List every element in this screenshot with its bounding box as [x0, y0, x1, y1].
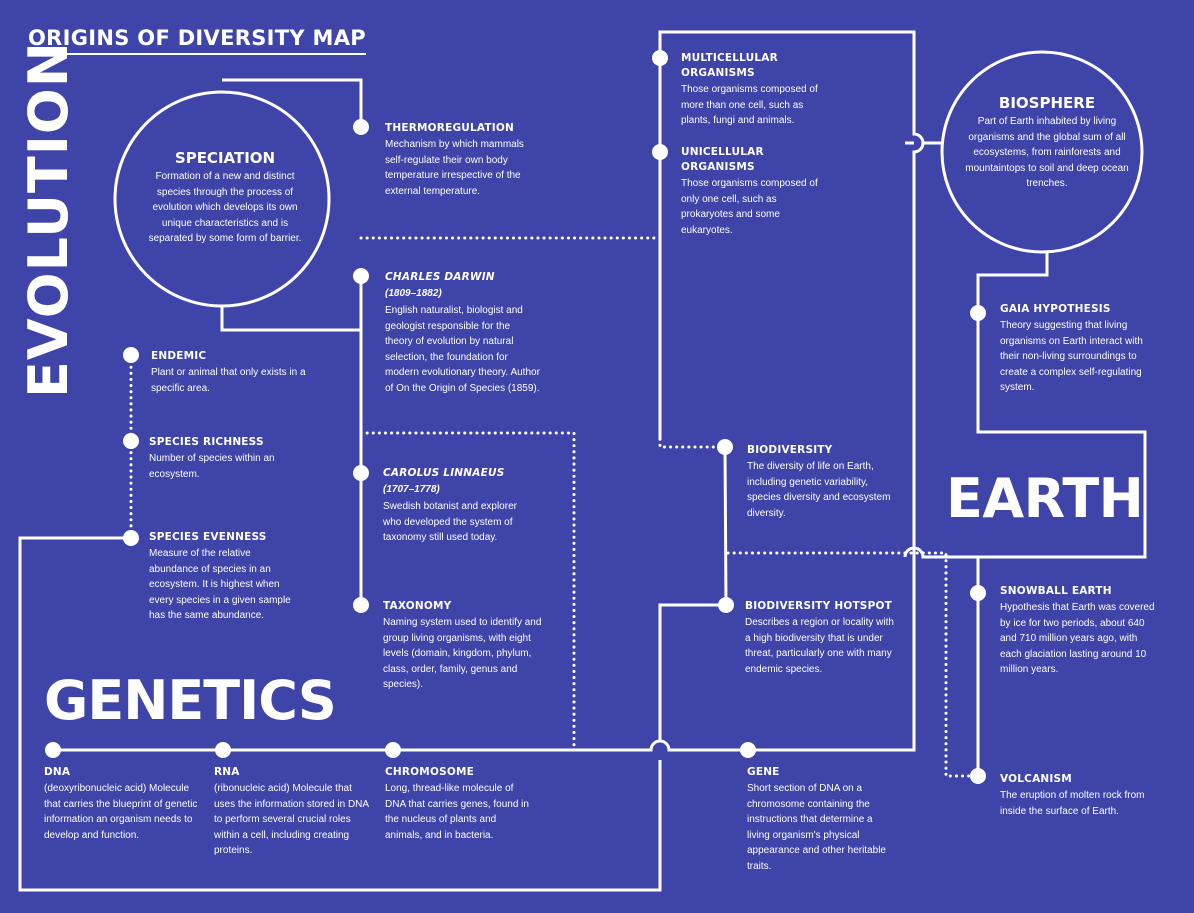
darwin-title: CHARLES DARWIN [385, 271, 495, 283]
taxonomy-dot [353, 597, 369, 613]
gaia-dot [970, 305, 986, 321]
gaia-node: GAIA HYPOTHESIS Theory suggesting that l… [1000, 302, 1160, 396]
taxonomy-title: TAXONOMY [383, 600, 452, 612]
snowball-node: SNOWBALL EARTH Hypothesis that Earth was… [1000, 584, 1155, 678]
richness-title: SPECIES RICHNESS [149, 436, 264, 448]
linnaeus-dot [353, 465, 369, 481]
earth-dotted-line [726, 551, 980, 778]
evenness-node: SPECIES EVENNESS Measure of the relative… [149, 530, 299, 624]
unicellular-dot [652, 144, 668, 160]
biodiversity-node: BIODIVERSITY The diversity of life on Ea… [747, 443, 892, 521]
hotspot-dot [718, 597, 734, 613]
page-title: ORIGINS OF DIVERSITY MAP [28, 26, 366, 55]
snowball-dot [970, 585, 986, 601]
biodiversity-title: BIODIVERSITY [747, 444, 833, 456]
speciation-node: SPECIATION Formation of a new and distin… [140, 149, 310, 247]
endemic-desc: Plant or animal that only exists in a sp… [151, 367, 306, 394]
evolution-label: EVOLUTION [17, 41, 80, 398]
taxonomy-node: TAXONOMY Naming system used to identify … [383, 599, 543, 693]
biodiversity-hotspot-line [723, 446, 728, 606]
gene-desc: Short section of DNA on a chromosome con… [747, 783, 886, 872]
volcanism-dot [970, 768, 986, 784]
endemic-node: ENDEMIC Plant or animal that only exists… [151, 349, 311, 396]
richness-node: SPECIES RICHNESS Number of species withi… [149, 435, 279, 482]
gene-dot [740, 742, 756, 758]
genetics-main-line [53, 739, 748, 752]
biodiversity-desc: The diversity of life on Earth, includin… [747, 461, 891, 519]
evenness-title: SPECIES EVENNESS [149, 531, 267, 543]
linnaeus-desc: Swedish botanist and explorer who develo… [383, 501, 517, 544]
linnaeus-chromosome-dotted-line [359, 431, 576, 747]
biodiversity-dot [717, 439, 733, 455]
rna-desc: (ribonucleic acid) Molecule that uses th… [214, 783, 369, 857]
biosphere-node: BIOSPHERE Part of Earth inhabited by liv… [958, 94, 1136, 192]
snowball-desc: Hypothesis that Earth was covered by ice… [1000, 602, 1155, 676]
biosphere-circle [940, 50, 1144, 254]
unicellular-title: UNICELLULAR ORGANISMS [681, 146, 764, 173]
thermoregulation-desc: Mechanism by which mammals self-regulate… [385, 139, 524, 197]
chromosome-node: CHROMOSOME Long, thread-like molecule of… [385, 765, 530, 843]
endemic-dot [123, 347, 139, 363]
speciation-circle [113, 90, 331, 308]
volcanism-title: VOLCANISM [1000, 773, 1072, 785]
earth-label: EARTH [946, 467, 1144, 530]
linnaeus-node: CAROLUS LINNAEUS (1707–1778) Swedish bot… [383, 466, 533, 546]
hotspot-node: BIODIVERSITY HOTSPOT Describes a region … [745, 599, 895, 677]
dna-dot [45, 742, 61, 758]
thermoregulation-title: THERMOREGULATION [385, 122, 514, 134]
volcanism-node: VOLCANISM The eruption of molten rock fr… [1000, 772, 1160, 819]
evenness-desc: Measure of the relative abundance of spe… [149, 548, 291, 622]
multicellular-desc: Those organisms composed of more than on… [681, 84, 818, 127]
dna-desc: (deoxyribonucleic acid) Molecule that ca… [44, 783, 198, 841]
darwin-dot [353, 268, 369, 284]
darwin-years: (1809–1882) [385, 288, 442, 299]
multicellular-node: MULTICELLULAR ORGANISMS Those organisms … [681, 51, 821, 129]
unicellular-node: UNICELLULAR ORGANISMS Those organisms co… [681, 145, 831, 238]
hotspot-desc: Describes a region or locality with a hi… [745, 617, 894, 675]
thermoregulation-node: THERMOREGULATION Mechanism by which mamm… [385, 121, 545, 199]
chromosome-desc: Long, thread-like molecule of DNA that c… [385, 783, 529, 841]
dna-node: DNA (deoxyribonucleic acid) Molecule tha… [44, 765, 199, 843]
darwin-desc: English naturalist, biologist and geolog… [385, 305, 540, 394]
linnaeus-title: CAROLUS LINNAEUS [383, 467, 505, 479]
chromosome-dot [385, 742, 401, 758]
multicellular-title: MULTICELLULAR ORGANISMS [681, 52, 778, 79]
richness-desc: Number of species within an ecosystem. [149, 453, 275, 480]
rna-node: RNA (ribonucleic acid) Molecule that use… [214, 765, 369, 859]
gaia-title: GAIA HYPOTHESIS [1000, 303, 1111, 315]
evenness-dot [123, 530, 139, 546]
speciation-desc: Formation of a new and distinct species … [148, 171, 302, 245]
gaia-desc: Theory suggesting that living organisms … [1000, 320, 1143, 394]
taxonomy-desc: Naming system used to identify and group… [383, 617, 542, 691]
richness-dot [123, 433, 139, 449]
dna-title: DNA [44, 766, 71, 778]
hotspot-title: BIODIVERSITY HOTSPOT [745, 600, 892, 612]
gene-node: GENE Short section of DNA on a chromosom… [747, 765, 887, 875]
rna-dot [215, 742, 231, 758]
genetics-hotspot-line [658, 603, 725, 740]
organisms-line [658, 30, 925, 752]
darwin-biodiversity-dotted-line [359, 236, 727, 449]
gene-title: GENE [747, 766, 780, 778]
endemic-title: ENDEMIC [151, 350, 207, 362]
genetics-loop-line [18, 536, 662, 892]
rna-title: RNA [214, 766, 240, 778]
chromosome-title: CHROMOSOME [385, 766, 474, 778]
biosphere-gaia-line [903, 250, 1147, 559]
unicellular-desc: Those organisms composed of only one cel… [681, 178, 818, 236]
genetics-label: GENETICS [44, 669, 337, 732]
speciation-title: SPECIATION [174, 149, 276, 167]
speciation-thermo-line [222, 78, 363, 127]
volcanism-desc: The eruption of molten rock from inside … [1000, 790, 1145, 817]
biosphere-desc: Part of Earth inhabited by living organi… [965, 116, 1129, 190]
multicellular-dot [652, 50, 668, 66]
thermoregulation-dot [353, 119, 369, 135]
snowball-title: SNOWBALL EARTH [1000, 585, 1112, 597]
linnaeus-years: (1707–1778) [383, 484, 440, 495]
biosphere-title: BIOSPHERE [998, 94, 1096, 112]
darwin-node: CHARLES DARWIN (1809–1882) English natur… [385, 270, 540, 397]
